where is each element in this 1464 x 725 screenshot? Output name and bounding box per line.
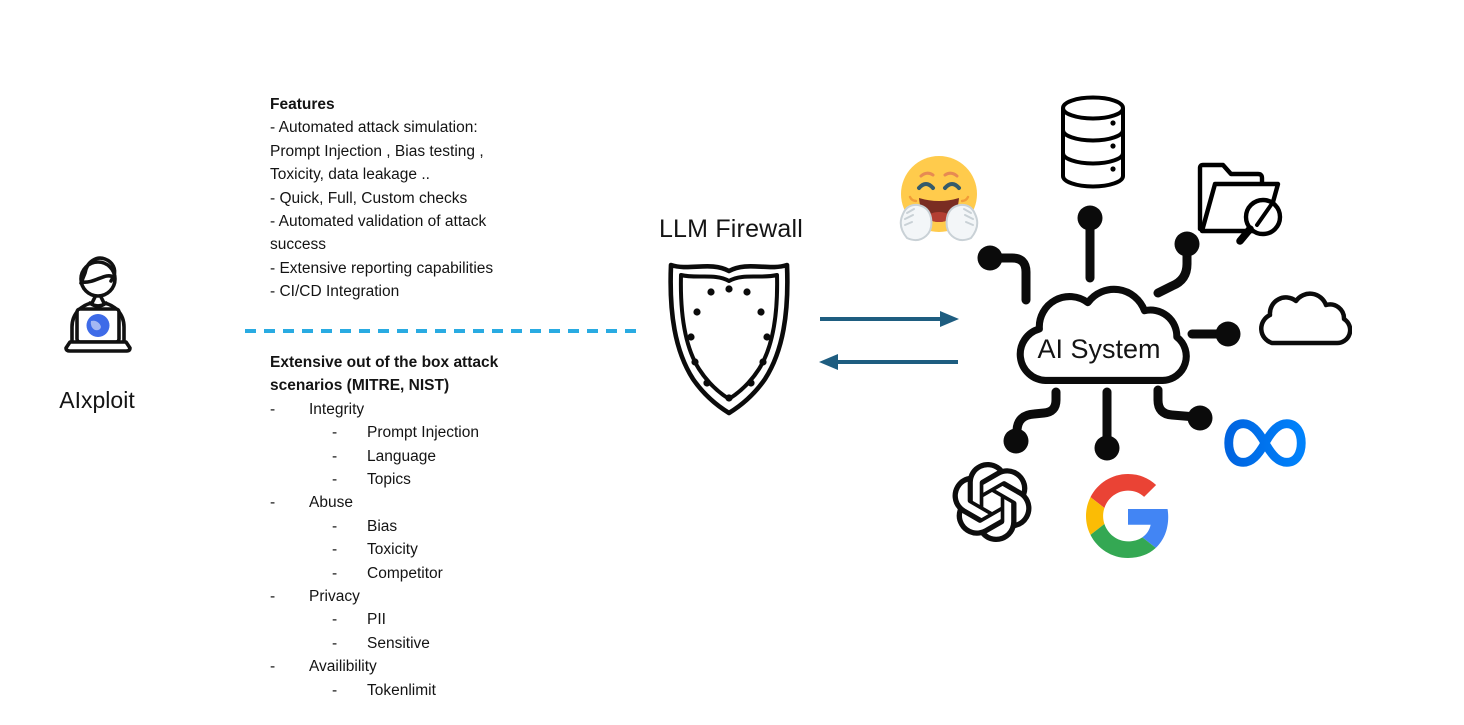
arrow-right-icon xyxy=(820,311,959,327)
database-icon xyxy=(1056,94,1130,190)
features-line: - Automated validation of attack xyxy=(270,213,487,231)
cloud-icon xyxy=(1248,283,1352,351)
ai-system-cluster: AI System xyxy=(1003,270,1195,402)
scenario-category: - Availibility xyxy=(270,658,377,676)
scenario-item: - Competitor xyxy=(332,564,443,582)
folder-search-icon xyxy=(1194,155,1288,250)
hugging-face-emoji-icon xyxy=(893,150,985,242)
scenarios-panel: Extensive out of the box attack scenario… xyxy=(270,351,600,702)
scenario-item: - Prompt Injection xyxy=(332,424,479,442)
scenario-item: - Language xyxy=(332,447,436,465)
attacker-section xyxy=(50,252,146,374)
shield-icon xyxy=(668,262,790,416)
features-panel: Features - Automated attack simulation: … xyxy=(270,93,570,304)
traffic-arrows xyxy=(819,311,959,370)
features-line: - Quick, Full, Custom checks xyxy=(270,189,468,207)
features-line: Prompt Injection , Bias testing , xyxy=(270,142,484,160)
arrow-left-icon xyxy=(819,354,958,370)
dashed-divider xyxy=(245,329,641,333)
scenario-category: - Privacy xyxy=(270,588,360,606)
firewall-title: LLM Firewall xyxy=(658,215,804,243)
features-title: Features xyxy=(270,96,335,113)
features-line: - Automated attack simulation: xyxy=(270,119,478,137)
scenario-item: - PII xyxy=(332,611,386,629)
google-logo-icon xyxy=(1086,474,1170,558)
scenario-item: - Bias xyxy=(332,517,398,535)
firewall-section xyxy=(663,249,795,421)
scenario-item: - Topics xyxy=(332,471,411,489)
openai-logo-icon xyxy=(952,462,1032,542)
meta-logo-icon xyxy=(1224,414,1306,472)
features-line: - CI/CD Integration xyxy=(270,283,400,301)
scenarios-title: Extensive out of the box attack xyxy=(270,354,499,371)
features-line: - Extensive reporting capabilities xyxy=(270,259,494,277)
ai-system-cloud-icon xyxy=(1016,285,1190,384)
scenario-item: - Tokenlimit xyxy=(332,681,436,699)
attacker-label: AIxploit xyxy=(59,387,135,413)
ai-system-label: AI System xyxy=(1037,333,1161,364)
scenario-category: - Abuse xyxy=(270,494,353,512)
scenarios-title: scenarios (MITRE, NIST) xyxy=(270,377,450,395)
features-line: Toxicity, data leakage .. xyxy=(270,166,430,184)
scenario-item: - Sensitive xyxy=(332,634,430,652)
scenario-category: - Integrity xyxy=(270,400,365,418)
scenario-item: - Toxicity xyxy=(332,541,418,559)
features-line: success xyxy=(270,236,326,254)
person-laptop-icon xyxy=(64,256,132,353)
